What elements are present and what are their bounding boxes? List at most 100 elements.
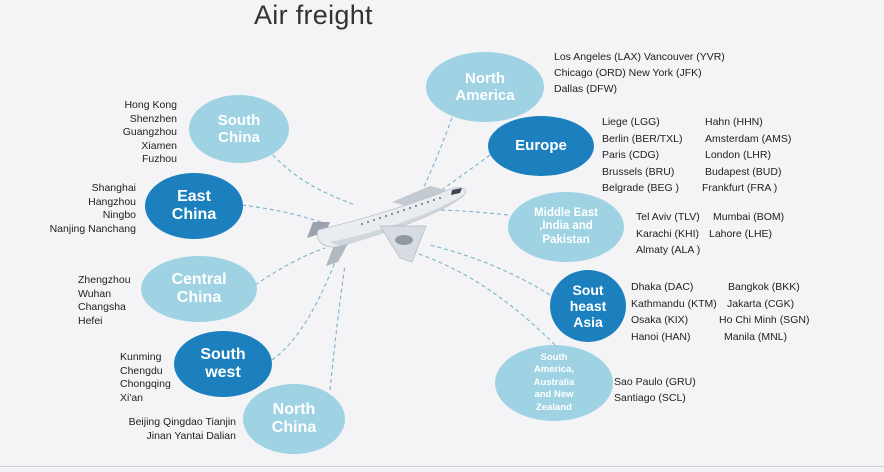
airplane-icon	[307, 186, 466, 266]
region-bubble-east-china: East China	[145, 173, 243, 239]
south-america-airport-list: Sao Paulo (GRU) Santiago (SCL)	[614, 374, 696, 406]
city-label: Shenzhen	[129, 112, 177, 125]
airport-label: Frankfurt (FRA )	[702, 182, 778, 194]
airport-label: Brussels (BRU)	[602, 165, 675, 178]
bottom-divider	[0, 466, 884, 467]
central-china-city-list: Zhengzhou Wuhan Changsha Hefei	[78, 274, 131, 328]
connector-north-america	[419, 117, 453, 196]
middle-east-airport-list: Tel Aviv (TLV) Mumbai (BOM) Karachi (KHI)…	[636, 209, 816, 259]
region-bubble-south-china: South China	[189, 95, 289, 163]
region-bubble-north-america: North America	[426, 52, 544, 122]
airport-label: Hahn (HHN)	[705, 116, 763, 128]
airport-label: Kathmandu (KTM)	[631, 297, 717, 310]
airport-label: Sao Paulo (GRU)	[614, 376, 696, 388]
city-label: Ningbo	[102, 209, 136, 221]
city-label: Jinan Yantai Dalian	[146, 429, 236, 442]
airport-label: Dallas (DFW)	[554, 83, 617, 95]
connector-south-west	[271, 261, 336, 361]
south-china-city-list: Hong Kong Shenzhen Guangzhou Xiamen Fuzh…	[95, 99, 177, 167]
airport-label: Amsterdam (AMS)	[705, 132, 792, 145]
airport-row: Dhaka (DAC) Bangkok (BKK)	[631, 279, 831, 296]
airport-label: Almaty (ALA )	[636, 244, 701, 256]
connector-southeast-asia	[429, 244, 551, 296]
region-label: South America, Australia and New Zealand	[533, 352, 575, 413]
airport-label: Mumbai (BOM)	[713, 211, 785, 223]
airport-row: Tel Aviv (TLV) Mumbai (BOM)	[636, 209, 816, 226]
city-label: Guangzhou	[122, 126, 177, 138]
airport-label: Manila (MNL)	[724, 330, 788, 343]
city-label: Hong Kong	[124, 99, 177, 111]
region-bubble-north-china: North China	[243, 384, 345, 454]
region-bubble-south-america-australia-nz: South America, Australia and New Zealand	[495, 345, 613, 421]
city-label: Fuzhou	[141, 153, 177, 165]
airport-row: Liege (LGG) Hahn (HHN)	[602, 114, 822, 131]
airport-label: Osaka (KIX)	[631, 314, 689, 326]
region-label: North America	[455, 69, 515, 104]
europe-airport-list: Liege (LGG) Hahn (HHN) Berlin (BER/TXL) Am…	[602, 114, 822, 197]
airport-row: Hanoi (HAN) Manila (MNL)	[631, 329, 831, 346]
city-label: Xiamen	[141, 139, 177, 152]
city-label: Chongqing	[120, 378, 171, 390]
region-bubble-south-west: South west	[174, 331, 272, 397]
region-bubble-central-china: Central China	[141, 256, 257, 322]
airport-row: Paris (CDG) London (LHR)	[602, 147, 822, 164]
airport-label: Santiago (SCL)	[614, 392, 686, 404]
city-label: Kunming	[120, 351, 162, 363]
airport-row: Brussels (BRU) Budapest (BUD)	[602, 164, 822, 181]
east-china-city-list: Shanghai Hangzhou Ningbo Nanjing Nanchan…	[30, 182, 136, 236]
connector-south-china	[267, 149, 356, 206]
north-china-city-list: Beijing Qingdao Tianjin Jinan Yantai Dal…	[110, 416, 236, 443]
city-label: Hefei	[78, 314, 103, 327]
region-label: Europe	[515, 137, 567, 155]
region-bubble-europe: Europe	[488, 116, 594, 176]
region-label: Central China	[171, 270, 227, 306]
airport-row: Belgrade (BEG )Frankfurt (FRA )	[602, 180, 822, 197]
city-label: Shanghai	[91, 182, 136, 194]
north-america-airport-list: Los Angeles (LAX) Vancouver (YVR) Chicag…	[554, 49, 725, 97]
connector-east-china	[241, 204, 331, 226]
city-label: Nanjing Nanchang	[49, 222, 136, 235]
region-bubble-middle-east-india-pakistan: Middle East ,India and Pakistan	[508, 192, 624, 262]
city-label: Changsha	[78, 301, 126, 313]
city-label: Xi'an	[120, 391, 144, 404]
airport-label: Bangkok (BKK)	[728, 281, 800, 293]
city-label: Wuhan	[78, 287, 112, 300]
connector-central-china	[254, 247, 326, 286]
region-label: South China	[217, 111, 261, 146]
airport-label: Los Angeles (LAX) Vancouver (YVR)	[554, 51, 725, 63]
airport-label: Liege (LGG)	[602, 116, 660, 128]
region-label: Middle East ,India and Pakistan	[534, 207, 598, 246]
city-label: Chengdu	[120, 364, 163, 377]
airport-label: Jakarta (CGK)	[727, 297, 795, 310]
airport-label: Lahore (LHE)	[709, 227, 773, 240]
airport-label: Tel Aviv (TLV)	[636, 211, 700, 223]
airport-row: Berlin (BER/TXL) Amsterdam (AMS)	[602, 131, 822, 148]
connector-north-china	[329, 264, 346, 391]
connector-south-america	[399, 247, 556, 346]
south-west-city-list: Kunming Chengdu Chongqing Xi'an	[120, 351, 171, 405]
region-label: North China	[271, 400, 317, 436]
connector-middle-east	[429, 209, 509, 216]
region-label: East China	[171, 187, 217, 223]
airport-row: Kathmandu (KTM) Jakarta (CGK)	[631, 296, 831, 313]
city-label: Beijing Qingdao Tianjin	[128, 416, 236, 428]
airport-label: Ho Chi Minh (SGN)	[719, 314, 810, 326]
airport-label: Chicago (ORD) New York (JFK)	[554, 67, 702, 79]
region-bubble-southeast-asia: Sout heast Asia	[550, 270, 626, 342]
airport-row: Osaka (KIX) Ho Chi Minh (SGN)	[631, 312, 831, 329]
airport-label: Karachi (KHI)	[636, 227, 700, 240]
southeast-asia-airport-list: Dhaka (DAC) Bangkok (BKK) Kathmandu (KTM)…	[631, 279, 831, 345]
airport-label: London (LHR)	[705, 149, 771, 161]
page-title: Air freight	[254, 0, 373, 30]
airport-label: Berlin (BER/TXL)	[602, 132, 683, 145]
airport-label: Dhaka (DAC)	[631, 281, 694, 293]
airport-label: Paris (CDG)	[602, 149, 660, 161]
airport-label: Budapest (BUD)	[705, 165, 782, 178]
city-label: Hangzhou	[88, 195, 136, 208]
region-label: Sout heast Asia	[569, 281, 607, 331]
city-label: Zhengzhou	[78, 274, 131, 286]
airport-label: Hanoi (HAN)	[631, 330, 691, 343]
airport-row: Karachi (KHI) Lahore (LHE)	[636, 226, 816, 243]
